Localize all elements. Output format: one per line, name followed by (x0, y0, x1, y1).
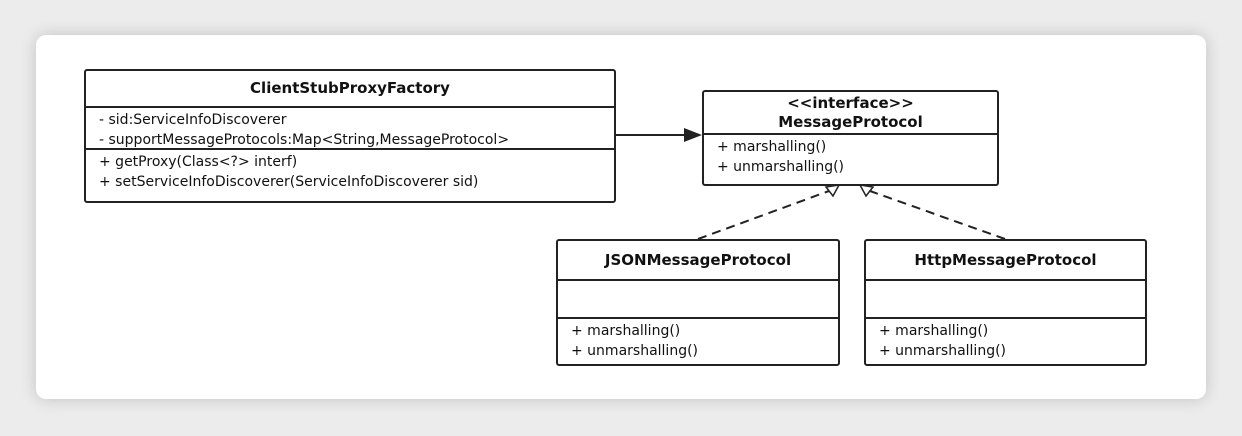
class-name: JSONMessageProtocol (558, 241, 838, 281)
operation-get-proxy: + getProxy(Class<?> interf) (99, 154, 298, 170)
class-http-message-protocol[interactable]: HttpMessageProtocol + marshalling() + un… (864, 239, 1147, 366)
interface-stereotype: <<interface>> (787, 93, 914, 112)
operation-set-service-info-discoverer: + setServiceInfoDiscoverer(ServiceInfoDi… (99, 174, 479, 190)
class-title: HttpMessageProtocol (914, 250, 1097, 269)
connector-layer (615, 128, 1006, 240)
attribute-support-message-protocols: - supportMessageProtocols:Map<String,Mes… (99, 132, 510, 148)
operation-unmarshalling: + unmarshalling() (717, 159, 844, 175)
operation-unmarshalling: + unmarshalling() (879, 343, 1006, 359)
class-json-message-protocol[interactable]: JSONMessageProtocol + marshalling() + un… (556, 239, 840, 366)
class-title: ClientStubProxyFactory (250, 79, 450, 97)
class-title: MessageProtocol (778, 112, 923, 131)
class-name: HttpMessageProtocol (866, 241, 1145, 281)
diagram-canvas: ClientStubProxyFactory - sid:ServiceInfo… (36, 35, 1206, 399)
realization-line-http (869, 190, 1006, 240)
association-arrowhead (684, 128, 702, 142)
operations-section: + marshalling() + unmarshalling() (558, 319, 838, 361)
class-name: <<interface>> MessageProtocol (704, 92, 997, 135)
class-name: ClientStubProxyFactory (86, 71, 614, 108)
operation-unmarshalling: + unmarshalling() (571, 343, 698, 359)
operation-marshalling: + marshalling() (879, 323, 989, 339)
attributes-section-empty (866, 281, 1145, 319)
attributes-section-empty (558, 281, 838, 319)
attributes-section: - sid:ServiceInfoDiscoverer - supportMes… (86, 108, 614, 150)
class-title: JSONMessageProtocol (604, 250, 792, 269)
class-message-protocol[interactable]: <<interface>> MessageProtocol + marshall… (702, 90, 999, 186)
class-client-stub-proxy-factory[interactable]: ClientStubProxyFactory - sid:ServiceInfo… (84, 69, 616, 203)
operation-marshalling: + marshalling() (571, 323, 681, 339)
operation-marshalling: + marshalling() (717, 139, 827, 155)
realization-arrowhead-json (824, 184, 841, 198)
operations-section: + marshalling() + unmarshalling() (704, 135, 997, 177)
operations-section: + getProxy(Class<?> interf) + setService… (86, 150, 614, 192)
operations-section: + marshalling() + unmarshalling() (866, 319, 1145, 361)
attribute-sid: - sid:ServiceInfoDiscoverer (99, 112, 287, 128)
realization-line-json (697, 190, 830, 240)
realization-arrowhead-http (858, 184, 875, 198)
